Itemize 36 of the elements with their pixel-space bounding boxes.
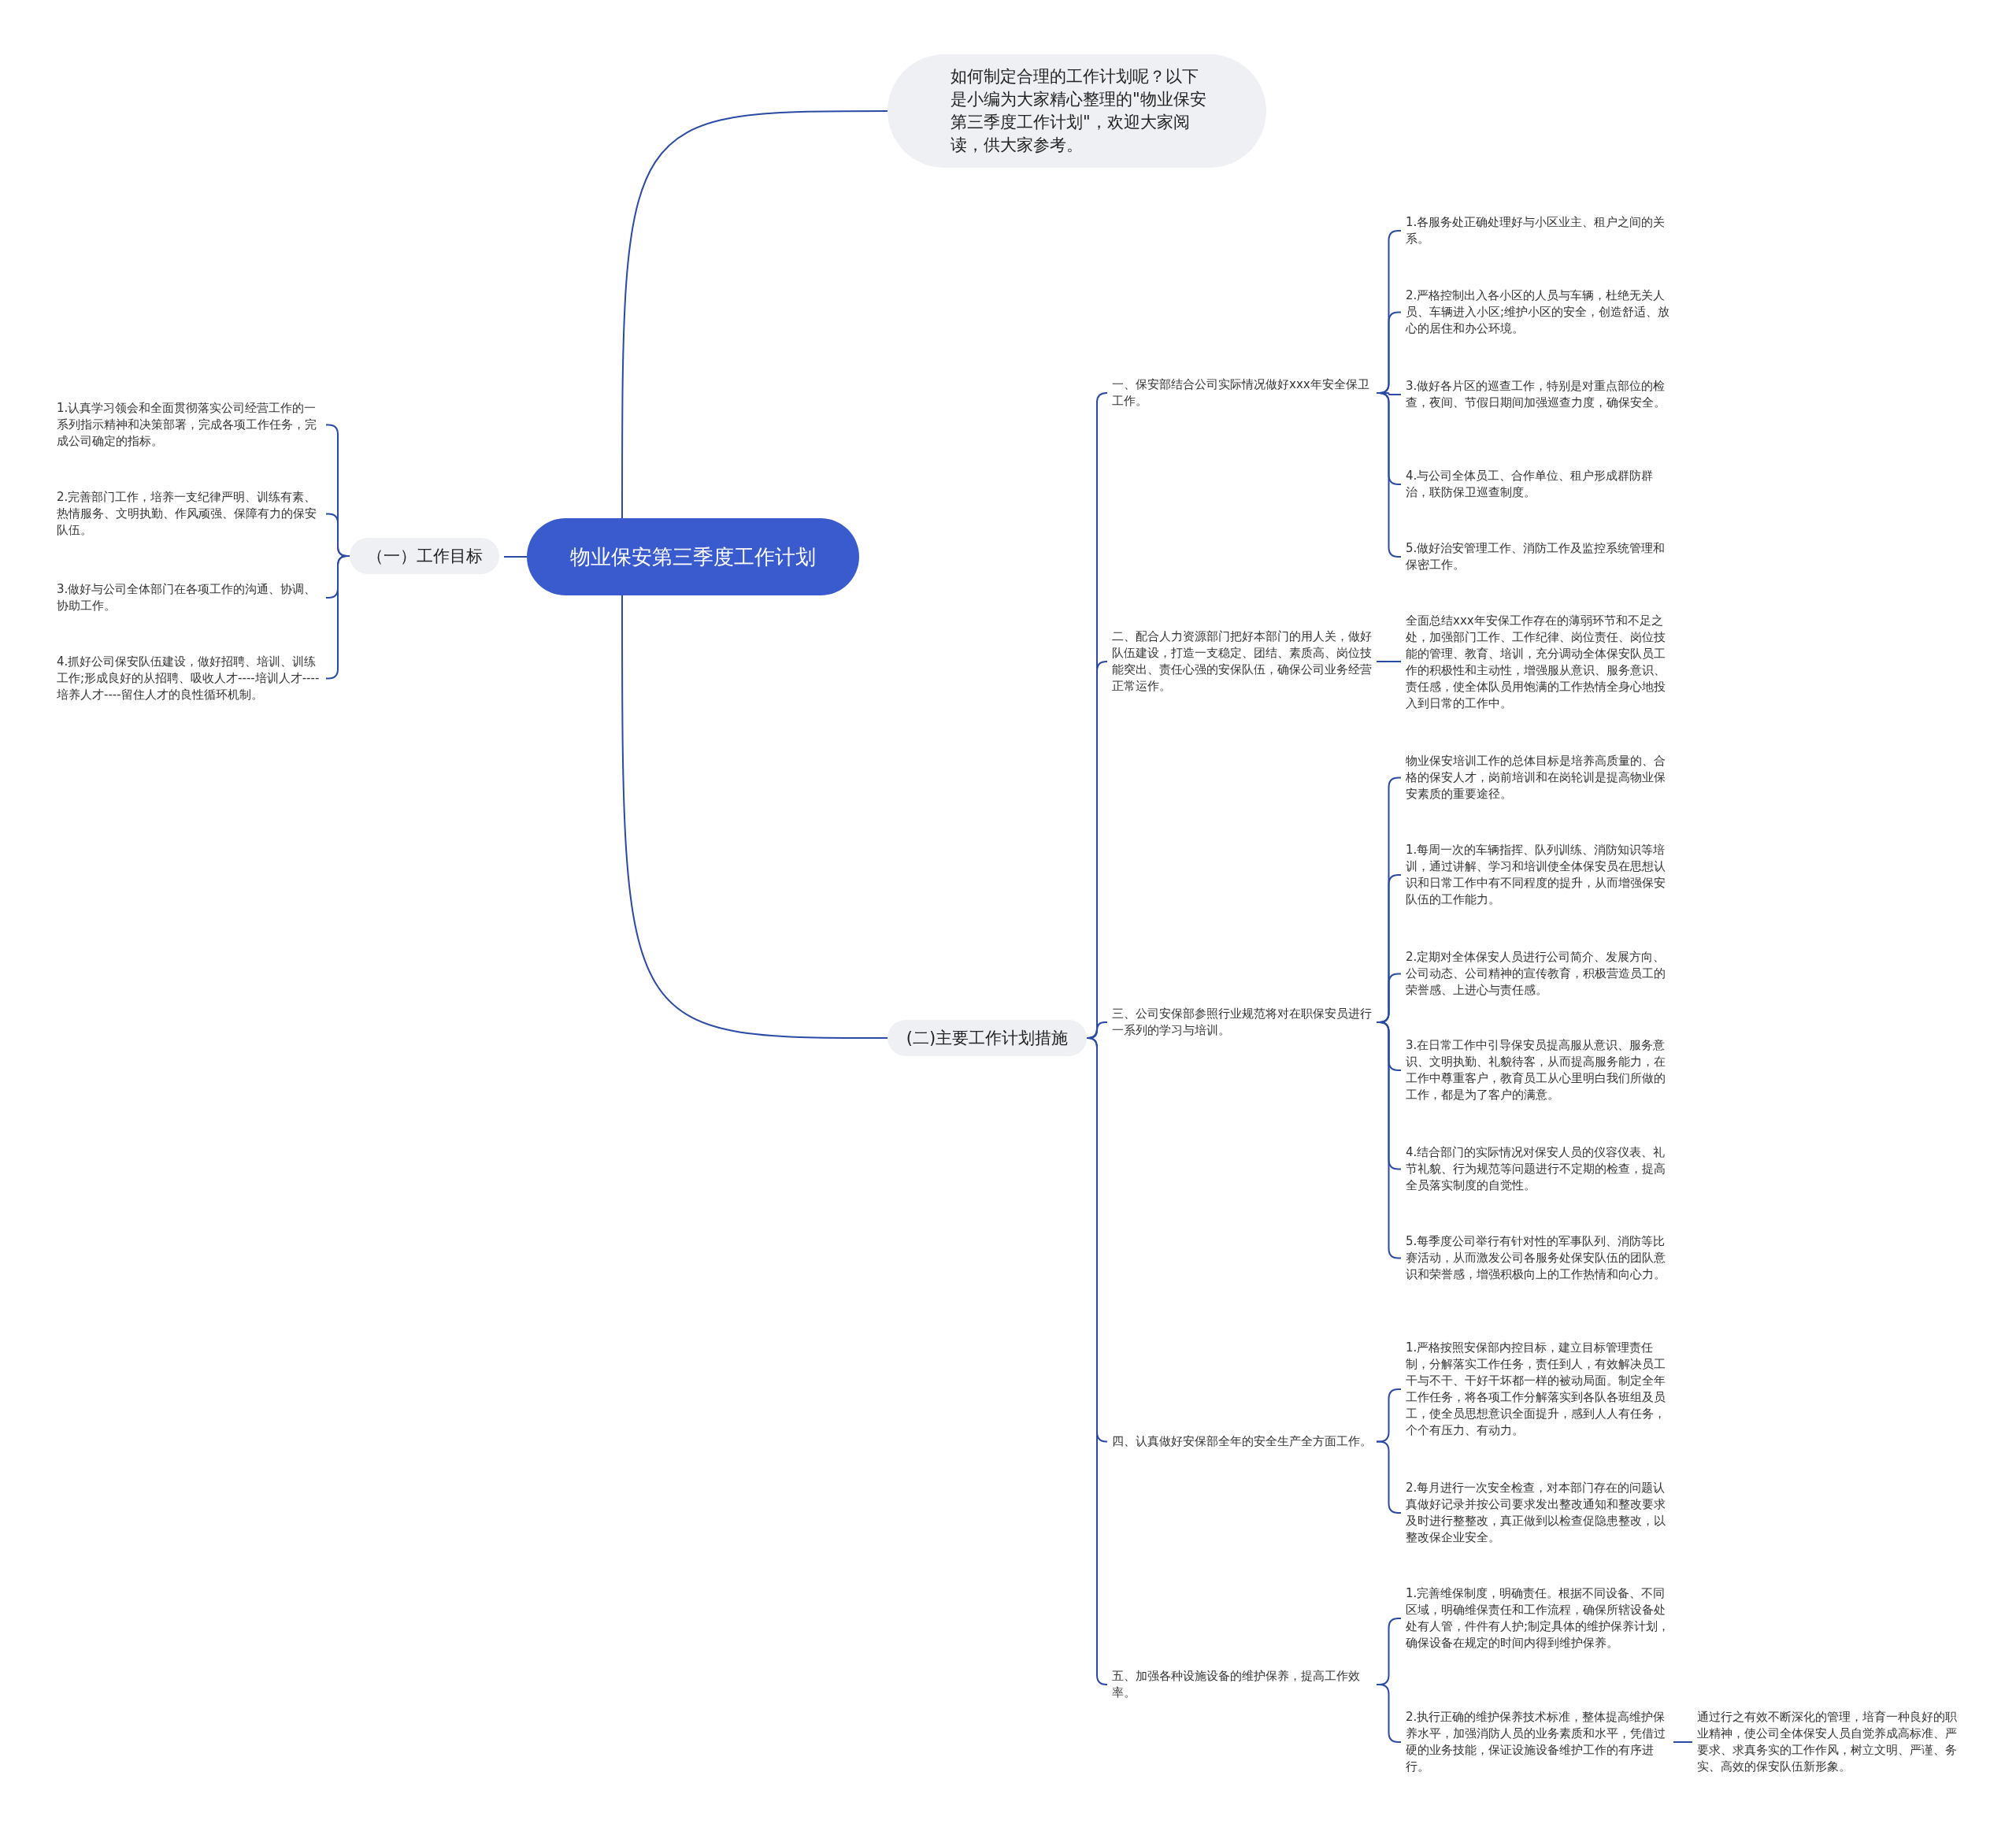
topic-text: 2.每月进行一次安全检查，对本部门存在的问题认真做好记录并按公司要求发出整改通知和整改要求及时进行整整改，真正做到以检查促隐患整改，以整改保企业安全。 bbox=[1406, 1480, 1673, 1546]
topic-text: 1.认真学习领会和全面贯彻落实公司经营工作的一系列指示精神和决策部署，完成各项工作任务，完成公司确定的指标。 bbox=[57, 400, 321, 450]
topic-text: 四、认真做好安保部全年的安全生产全方面工作。 bbox=[1112, 1433, 1377, 1450]
topic-text: 3.在日常工作中引导保安员提高服从意识、服务意识、文明执勤、礼貌待客，从而提高服务能力，在工作中尊重客户，教育员工从心里明白我们所做的工作，都是为了客户的满意。 bbox=[1406, 1037, 1673, 1103]
topic-text: 4.抓好公司保安队伍建设，做好招聘、培训、训练工作;形成良好的从招聘、吸收人才----培训人才----培养人才----留住人才的良性循环机制。 bbox=[57, 654, 321, 703]
topic-pill: (二)主要工作计划措施 bbox=[888, 1020, 1087, 1056]
connector-line bbox=[503, 556, 528, 558]
topic-text: 2.执行正确的维护保养技术标准，整体提高维护保养水平，加强消防人员的业务素质和水平，凭借过硬的业务技能，保证设施设备维护工作的有序进行。 bbox=[1406, 1709, 1673, 1775]
topic-text: 2.定期对全体保安人员进行公司简介、发展方向、公司动态、公司精神的宣传教育，积极营造员工的荣誉感、上进心与责任感。 bbox=[1406, 949, 1673, 999]
connector-line bbox=[1376, 661, 1402, 662]
connector-line bbox=[1086, 1037, 1108, 1685]
topic-text: 通过行之有效不断深化的管理，培育一种良好的职业精神，使公司全体保安人员自觉养成高标准、严要求、求真务实的工作作风，树立文明、严谨、务实、高效的保安队伍新形象。 bbox=[1697, 1709, 1965, 1775]
topic-pill: （一）工作目标 bbox=[350, 538, 499, 574]
topic-text: 3.做好与公司全体部门在各项工作的沟通、协调、协助工作。 bbox=[57, 581, 321, 614]
connector-line bbox=[1673, 1741, 1693, 1743]
central-topic: 物业保安第三季度工作计划 bbox=[527, 518, 859, 595]
topic-text: 1.每周一次的车辆指挥、队列训练、消防知识等培训，通过讲解、学习和培训使全体保安员在思想认识和日常工作中有不同程度的提升，从而增强保安队伍的工作能力。 bbox=[1406, 842, 1673, 908]
topic-text: 4.与公司全体员工、合作单位、租户形成群防群治，联防保卫巡查制度。 bbox=[1406, 468, 1673, 501]
topic-text: 全面总结xxx年安保工作存在的薄弱环节和不足之处，加强部门工作、工作纪律、岗位责任、岗位技能的管理、教育、培训，充分调动全体保安队员工作的积极性和主动性，增强服从意识、服务意识、责任感，使全体队员用饱满的工作热情全身心地投入到日常的工作中。 bbox=[1406, 613, 1673, 712]
connector-line bbox=[621, 595, 888, 1039]
topic-text: 物业保安培训工作的总体目标是培养高质量的、合格的保安人才，岗前培训和在岗轮训是提高物业保安素质的重要途径。 bbox=[1406, 753, 1673, 803]
topic-text: 五、加强各种设施设备的维护保养，提高工作效率。 bbox=[1112, 1668, 1377, 1701]
topic-text: 5.每季度公司举行有针对性的军事队列、消防等比赛活动，从而激发公司各服务处保安队伍的团队意识和荣誉感，增强积极向上的工作热情和向心力。 bbox=[1406, 1233, 1673, 1283]
topic-text: 1.严格按照安保部内控目标，建立目标管理责任制，分解落实工作任务，责任到人，有效解决员工干与不干、干好干坏都一样的被动局面。制定全年工作任务，将各项工作分解落实到各队各班组及员工，使全员思想意识全面提升，感到人人有任务，个个有压力、有动力。 bbox=[1406, 1340, 1673, 1439]
topic-text: 1.完善维保制度，明确责任。根据不同设备、不同区域，明确维保责任和工作流程，确保所辖设备处处有人管，件件有人护;制定具体的维护保养计划，确保设备在规定的时间内得到维护保养。 bbox=[1406, 1585, 1673, 1652]
topic-text: 5.做好治安管理工作、消防工作及监控系统管理和保密工作。 bbox=[1406, 540, 1673, 573]
topic-text: 2.严格控制出入各小区的人员与车辆，杜绝无关人员、车辆进入小区;维护小区的安全，创造舒适、放心的居住和办公环境。 bbox=[1406, 287, 1673, 337]
topic-text: 二、配合人力资源部门把好本部门的用人关，做好队伍建设，打造一支稳定、团结、素质高、岗位技能突出、责任心强的安保队伍，确保公司业务经营正常运作。 bbox=[1112, 628, 1377, 695]
topic-bubble: 如何制定合理的工作计划呢？以下是小编为大家精心整理的"物业保安第三季度工作计划"，欢迎大家阅读，供大家参考。 bbox=[888, 54, 1266, 168]
topic-text: 1.各服务处正确处理好与小区业主、租户之间的关系。 bbox=[1406, 214, 1673, 247]
topic-text: 4.结合部门的实际情况对保安人员的仪容仪表、礼节礼貌、行为规范等问题进行不定期的检查，提高全员落实制度的自觉性。 bbox=[1406, 1144, 1673, 1194]
topic-text: 2.完善部门工作，培养一支纪律严明、训练有素、热情服务、文明执勤、作风顽强、保障有力的保安队伍。 bbox=[57, 489, 321, 539]
topic-text: 3.做好各片区的巡查工作，特别是对重点部位的检查，夜间、节假日期间加强巡查力度，确保安全。 bbox=[1406, 378, 1673, 411]
topic-text: 三、公司安保部参照行业规范将对在职保安员进行一系列的学习与培训。 bbox=[1112, 1006, 1377, 1039]
connector-line bbox=[621, 110, 888, 519]
topic-text: 一、保安部结合公司实际情况做好xxx年安全保卫工作。 bbox=[1112, 376, 1377, 410]
